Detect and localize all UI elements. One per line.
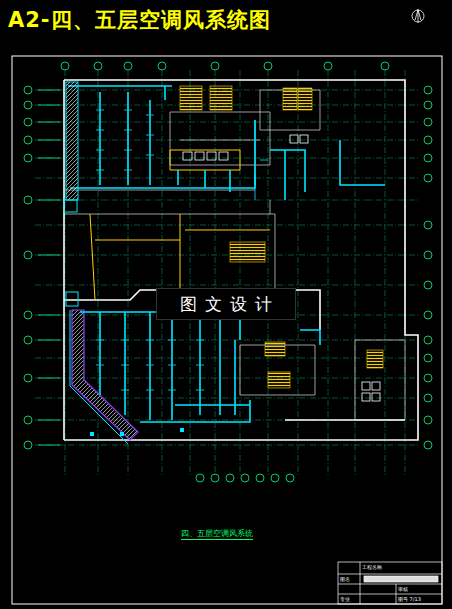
- title-block-cell: 图名: [340, 576, 350, 582]
- drawing-caption: 四、五层空调风系统: [181, 528, 253, 540]
- title-block-cell: 工程名称: [362, 564, 382, 570]
- title-block-cell: 审核: [398, 586, 408, 592]
- drawing-title: A2-四、五层空调风系统图: [8, 6, 271, 34]
- watermark-box: 图文设计: [156, 288, 296, 320]
- watermark-text: 图文设计: [172, 293, 280, 316]
- title-block-cell: 图号 7/13: [398, 596, 421, 602]
- title-block-cell: 专业: [340, 596, 350, 602]
